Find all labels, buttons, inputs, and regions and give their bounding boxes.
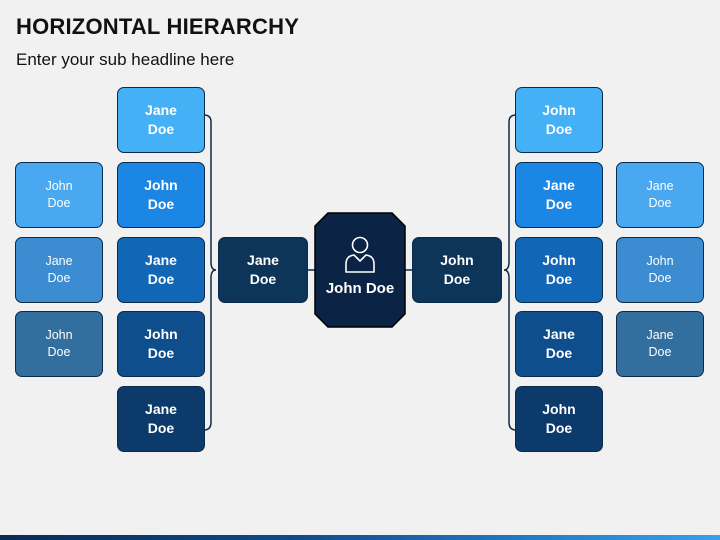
node-label: Jane Doe xyxy=(145,252,177,287)
left-outer-node[interactable]: Jane Doe xyxy=(15,237,103,303)
octagon-shape xyxy=(314,212,406,328)
right-inner-node[interactable]: Jane Doe xyxy=(515,162,603,228)
node-label: Jane Doe xyxy=(543,177,575,212)
center-node[interactable]: John Doe xyxy=(314,212,406,328)
center-name: John Doe xyxy=(325,280,395,297)
footer-bar xyxy=(0,535,720,540)
left-inner-node[interactable]: John Doe xyxy=(117,311,205,377)
right-inner-node[interactable]: John Doe xyxy=(515,237,603,303)
node-label: John Doe xyxy=(440,252,474,287)
node-label: Jane Doe xyxy=(543,326,575,361)
person-icon xyxy=(345,236,375,273)
right-outer-node[interactable]: Jane Doe xyxy=(616,311,704,377)
right-outer-node[interactable]: Jane Doe xyxy=(616,162,704,228)
node-label: John Doe xyxy=(542,252,576,287)
mid-left-node[interactable]: Jane Doe xyxy=(218,237,308,303)
right-inner-node[interactable]: John Doe xyxy=(515,386,603,452)
node-label: Jane Doe xyxy=(247,252,279,287)
right-inner-node[interactable]: Jane Doe xyxy=(515,311,603,377)
node-label: Jane Doe xyxy=(145,401,177,436)
left-inner-node[interactable]: Jane Doe xyxy=(117,237,205,303)
page-title: HORIZONTAL HIERARCHY xyxy=(16,14,300,39)
left-outer-node[interactable]: John Doe xyxy=(15,162,103,228)
right-inner-node[interactable]: John Doe xyxy=(515,87,603,153)
mid-right-node[interactable]: John Doe xyxy=(412,237,502,303)
node-label: John Doe xyxy=(45,179,73,210)
right-outer-node[interactable]: John Doe xyxy=(616,237,704,303)
node-label: John Doe xyxy=(45,328,73,359)
node-label: John Doe xyxy=(646,254,674,285)
page-subtitle: Enter your sub headline here xyxy=(16,50,235,69)
node-label: John Doe xyxy=(144,177,178,212)
node-label: John Doe xyxy=(542,401,576,436)
left-inner-node[interactable]: Jane Doe xyxy=(117,87,205,153)
node-label: Jane Doe xyxy=(45,254,73,285)
left-outer-node[interactable]: John Doe xyxy=(15,311,103,377)
node-label: Jane Doe xyxy=(646,179,674,210)
left-inner-node[interactable]: Jane Doe xyxy=(117,386,205,452)
node-label: John Doe xyxy=(542,102,576,137)
node-label: Jane Doe xyxy=(646,328,674,359)
node-label: John Doe xyxy=(144,326,178,361)
node-label: Jane Doe xyxy=(145,102,177,137)
left-inner-node[interactable]: John Doe xyxy=(117,162,205,228)
